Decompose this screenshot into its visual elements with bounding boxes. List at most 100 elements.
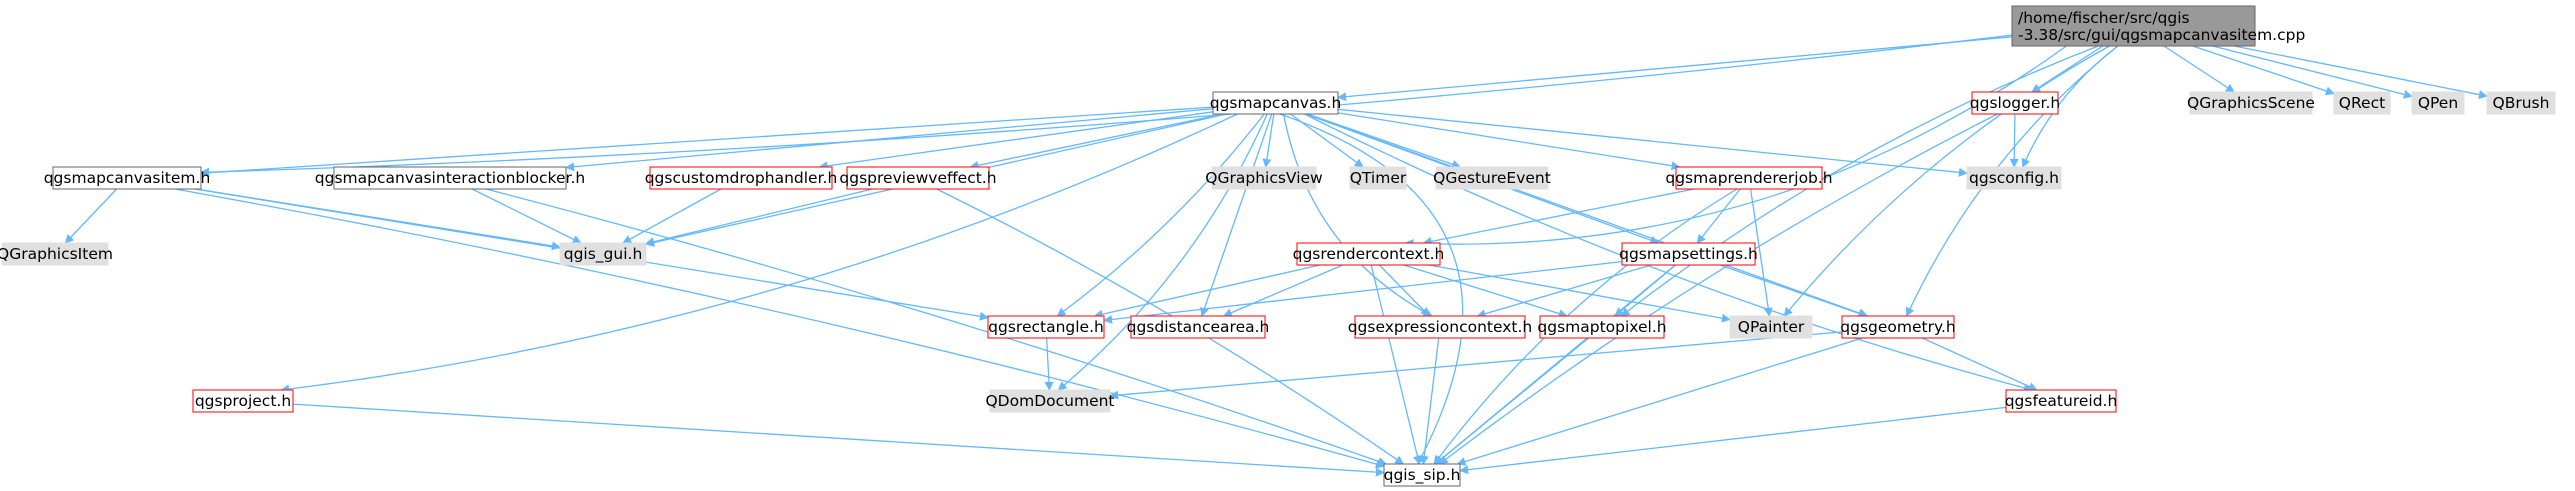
edge-qgsrendercontext_h-to-qgsexpressioncontext_h (1378, 264, 1430, 317)
node-qgsmaprendererjob-h[interactable]: qgsmaprendererjob.h (1665, 166, 1833, 190)
edge-root-to-qgsrendercontext_h (1404, 45, 2067, 248)
root-label-line1: /home/fischer/src/qgis (2018, 9, 2190, 27)
edge-root-to-qgsmaptopixel_h (1620, 45, 2099, 317)
edge-qgsgeometry_h-to-qgis_sip_h (1456, 337, 1863, 466)
edge-qgsgeometry_h-to-qgsfeatureid_h (1921, 337, 2038, 391)
node-label: QGestureEvent (1433, 169, 1551, 187)
edge-root-to-qrect (2192, 45, 2335, 96)
node-qgslogger-h[interactable]: qgslogger.h (1970, 91, 2060, 115)
node-qgspreviewveffect-h[interactable]: qgspreviewveffect.h (839, 166, 997, 190)
node-label: qgsmapcanvasitem.h (44, 169, 211, 187)
node-box (1841, 315, 1955, 339)
node-qgsdistancearea-h[interactable]: qgsdistancearea.h (1127, 315, 1270, 339)
node-label: QBrush (2493, 94, 2550, 112)
node-qgscustomdrophandler-h[interactable]: qgscustomdrophandler.h (645, 166, 838, 190)
node-box (989, 389, 1111, 413)
edge-qgsmapcanvas_h-to-qgsrectangle_h (1056, 113, 1265, 317)
edge-qgsmapcanvas_h-to-qgsmapcanvasitem_h (200, 106, 1214, 178)
node-label: QDomDocument (985, 392, 1114, 410)
node-label: qgsgeometry.h (1840, 318, 1955, 336)
node-box (2005, 389, 2117, 413)
edge-qgsmapcanvas_h-to-qgestureevent (1307, 113, 1462, 169)
node-label: QRect (2339, 94, 2385, 112)
node-qdomdocument[interactable]: QDomDocument (985, 389, 1115, 413)
node-qpainter[interactable]: QPainter (1729, 315, 1813, 339)
edge-qgsmapcanvas_h-to-qdomdocument (1057, 113, 1268, 391)
node-qgsmapcanvasinteractionblocker-h[interactable]: qgsmapcanvasinteractionblocker.h (315, 166, 585, 190)
node-qgsconfig-h[interactable]: qgsconfig.h (1966, 166, 2062, 190)
node-qgsgeometry-h[interactable]: qgsgeometry.h (1840, 315, 1956, 339)
node-qgsmapcanvasitem-h[interactable]: qgsmapcanvasitem.h (44, 166, 211, 190)
node-qgraphicsitem[interactable]: QGraphicsItem (0, 242, 113, 266)
dependency-nodes: /home/fischer/src/qgis-3.38/src/gui/qgsm… (0, 5, 2556, 487)
edge-qgsrendercontext_h-to-qpainter (1429, 264, 1731, 323)
edge-qgsmapcanvas_h-to-qgsfeatureid_h (1304, 113, 2033, 393)
edge-qgsmapcanvas_h-to-qgsgeometry_h (1305, 113, 1869, 318)
node-box (1966, 166, 2062, 190)
edge-qgsmaprendererjob_h-to-qgsmapsettings_h (1696, 188, 1741, 244)
edge-qgslogger_h-to-qgsconfig_h (2009, 113, 2019, 168)
edge-qgsmapcanvasinteractionblocker_h-to-qgis_sip_h (485, 188, 1387, 466)
edge-qgsmapcanvasitem_h-to-qgraphicsitem (64, 188, 118, 244)
node-qgraphicsscene[interactable]: QGraphicsScene (2187, 91, 2315, 115)
node-qgsfeatureid-h[interactable]: qgsfeatureid.h (2005, 389, 2118, 413)
node-qgis-gui-h[interactable]: qgis_gui.h (559, 242, 647, 266)
node-box (1, 242, 109, 266)
edge-qgsmapcanvas_h-to-qgraphicsview (1262, 113, 1275, 168)
node-qpen[interactable]: QPen (2411, 91, 2465, 115)
edge-qgsmapsettings_h-to-qgsrectangle_h (1103, 260, 1623, 324)
node-box (1130, 315, 1266, 339)
edge-qgsmapcanvas_h-to-qgsmapcanvasinteractionblocker_h (565, 108, 1214, 172)
edge-qgsrendercontext_h-to-qgsrectangle_h (1093, 264, 1321, 319)
node-label: qgsrendercontext.h (1293, 245, 1445, 263)
node-qgsmapsettings-h[interactable]: qgsmapsettings.h (1619, 242, 1758, 266)
node-qgraphicsview[interactable]: QGraphicsView (1205, 166, 1323, 190)
node-qgestureevent[interactable]: QGestureEvent (1433, 166, 1551, 190)
edge-root-to-qpainter (1783, 45, 2110, 317)
node-qgsrendercontext-h[interactable]: qgsrendercontext.h (1293, 242, 1445, 266)
dependency-edges (64, 34, 2488, 477)
node-qgsmaptopixel-h[interactable]: qgsmaptopixel.h (1537, 315, 1667, 339)
node-label: qgsmaptopixel.h (1537, 318, 1666, 336)
node-label: qgsdistancearea.h (1127, 318, 1270, 336)
node-label: qgsfeatureid.h (2005, 392, 2118, 410)
node-label: QPen (2418, 94, 2458, 112)
node-box (2011, 5, 2256, 47)
node-box (52, 166, 202, 190)
node-qgsmapcanvas-h[interactable]: qgsmapcanvas.h (1210, 91, 1342, 115)
edge-root-to-qgslogger_h (2031, 45, 2104, 93)
edge-root-to-qgraphicsscene (2163, 45, 2235, 93)
node-box (1621, 242, 1756, 266)
node-qgsrectangle-h[interactable]: qgsrectangle.h (987, 315, 1105, 339)
node-label: QGraphicsItem (0, 245, 113, 263)
node-label: qgis_sip.h (1384, 466, 1461, 485)
edge-qgsmapcanvas_h-to-qtimer (1290, 113, 1364, 168)
node-box (333, 166, 567, 190)
edge-root-to-qbrush (2233, 45, 2488, 100)
node-box (1383, 463, 1461, 487)
node-label: qgsmapsettings.h (1619, 245, 1758, 263)
node-label: QGraphicsScene (2187, 94, 2315, 112)
node-qrect[interactable]: QRect (2333, 91, 2391, 115)
edge-qgsmapcanvasinteractionblocker_h-to-qgis_gui_h (471, 188, 582, 244)
edge-qgsmapcanvas_h-to-qgscustomdrophandler_h (818, 111, 1214, 171)
edge-qgsrendercontext_h-to-qgis_sip_h (1370, 264, 1422, 465)
node-box (1435, 166, 1549, 190)
node-label: qgscustomdrophandler.h (645, 169, 838, 187)
node-qbrush[interactable]: QBrush (2486, 91, 2556, 115)
edge-qgsmaptopixel_h-to-qgis_sip_h (1434, 337, 1590, 465)
node-box (2411, 91, 2465, 115)
edge-qgsmapsettings_h-to-qgsexpressioncontext_h (1476, 264, 1652, 319)
node-box (649, 166, 833, 190)
edge-qgslogger_h-to-qgis_sip_h (1438, 113, 1998, 465)
node-box (1675, 166, 1823, 190)
node-qgsexpressioncontext-h[interactable]: qgsexpressioncontext.h (1348, 315, 1533, 339)
node-qtimer[interactable]: QTimer (1349, 166, 1407, 190)
edge-qgsmapcanvas_h-to-qgsexpressioncontext_h (1282, 113, 1433, 317)
node-qgsproject-h[interactable]: qgsproject.h (192, 389, 294, 413)
node-label: qgsmaprendererjob.h (1665, 169, 1832, 187)
node-box (2333, 91, 2391, 115)
edge-qgsmapcanvas_h-to-qgsmaprendererjob_h (1337, 112, 1681, 171)
node-qgis-sip-h[interactable]: qgis_sip.h (1383, 463, 1461, 487)
node-label: qgsmapcanvas.h (1210, 94, 1342, 112)
